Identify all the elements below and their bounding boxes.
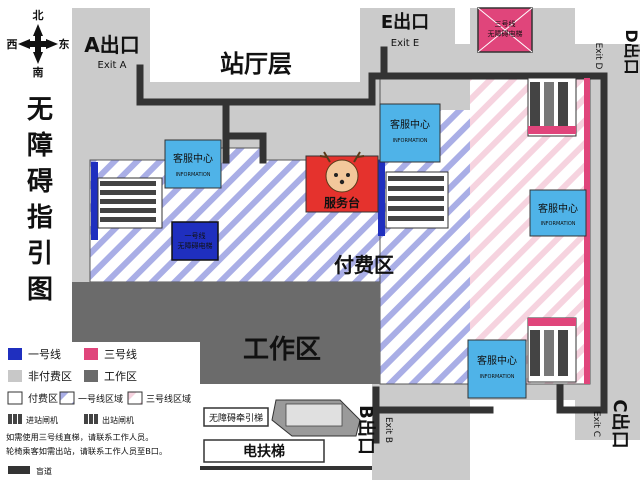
info-south-en: INFORMATION xyxy=(479,374,514,380)
gate-group-east xyxy=(385,171,449,229)
tactile-corridors xyxy=(136,46,608,444)
title-char-5: 引 xyxy=(27,239,53,269)
info-center-south xyxy=(467,339,527,399)
info-south-label: 客服中心 xyxy=(477,354,517,367)
compass-south: 南 xyxy=(33,65,44,79)
title-char-1: 无 xyxy=(27,95,53,125)
info-center-west xyxy=(164,139,222,189)
legend-line3: 三号线 xyxy=(104,347,137,361)
legend-work: 工作区 xyxy=(104,370,137,383)
legend-swatch-unpaid xyxy=(8,370,22,382)
legend-note-2: 轮椅乘客如需出站，请联系工作人员至B口。 xyxy=(6,446,167,456)
info-west-en: INFORMATION xyxy=(175,172,210,178)
legend-line3-zone: 三号线区域 xyxy=(146,393,191,405)
escalator-box xyxy=(203,439,325,463)
compass-icon xyxy=(18,24,58,64)
info-center-north xyxy=(379,103,441,163)
compass-west: 西 xyxy=(7,38,18,51)
exit-b-label: B出口 xyxy=(355,405,377,455)
legend-exit-gate-icon xyxy=(84,414,98,424)
legend-entry-gate: 进站闸机 xyxy=(26,415,58,425)
gate-group-west xyxy=(97,177,163,229)
legend-entry-gate-icon xyxy=(8,414,22,424)
line3-gates-south xyxy=(527,317,577,383)
info-west-label: 客服中心 xyxy=(173,152,213,165)
legend-swatch-work xyxy=(84,370,98,382)
exit-c-label: C出口 xyxy=(609,399,631,448)
exit-e-sub: Exit E xyxy=(391,38,419,49)
line3-elevator-label: 三号线无障碍电梯 xyxy=(488,19,523,38)
compass-north: 北 xyxy=(33,8,44,22)
line1-elevator-label: 一号线无障碍电梯 xyxy=(178,231,213,250)
legend-panel xyxy=(0,342,200,480)
legend-note-1: 如需使用三号线直梯，请联系工作人员。 xyxy=(6,432,153,442)
paid-area-label: 付费区 xyxy=(334,253,394,277)
legend-swatch-line1 xyxy=(8,348,22,360)
line1-elevator xyxy=(171,221,219,261)
legend-unpaid: 非付费区 xyxy=(28,370,72,383)
info-east-label: 客服中心 xyxy=(538,202,578,215)
exit-a-label: A出口 xyxy=(84,33,139,57)
legend-swatch-paid xyxy=(7,391,23,405)
legend-tactile: 盲道 xyxy=(36,466,52,476)
legend-swatch-line1-zone xyxy=(59,391,75,405)
info-east-en: INFORMATION xyxy=(540,221,575,227)
exit-d-label: D出口 xyxy=(622,29,640,74)
service-desk-label: 服务台 xyxy=(324,195,360,210)
escalator-label: 电扶梯 xyxy=(243,443,285,460)
title-char-2: 障 xyxy=(27,130,53,161)
legend-exit-gate: 出站闸机 xyxy=(102,415,134,425)
title-char-6: 图 xyxy=(27,275,53,305)
wheelchair-lift-label-box xyxy=(203,407,269,427)
line1-gate-bar-west xyxy=(91,162,98,240)
work-area-label: 工作区 xyxy=(243,335,321,365)
exit-e-label: E出口 xyxy=(381,11,429,33)
exit-d-sub: Exit D xyxy=(593,43,603,70)
exit-b-sub: Exit B xyxy=(383,417,393,443)
title-char-4: 指 xyxy=(27,203,53,233)
exit-a-sub: Exit A xyxy=(98,60,127,71)
work-area-strip xyxy=(200,360,380,384)
legend-line1-zone: 一号线区域 xyxy=(78,393,123,405)
info-center-east xyxy=(529,189,587,237)
line3-edge-bar xyxy=(584,78,590,384)
line3-gates-north xyxy=(527,77,577,137)
compass-east: 东 xyxy=(59,37,70,51)
exit-c-sub: Exit C xyxy=(591,411,601,437)
deer-mascot-icon xyxy=(319,151,365,193)
legend-line1: 一号线 xyxy=(28,347,61,361)
info-north-label: 客服中心 xyxy=(390,118,430,131)
wheelchair-lift-label: 无障碍牵引梯 xyxy=(209,412,263,424)
legend-swatch-line3 xyxy=(84,348,98,360)
legend-swatch-tactile xyxy=(8,466,30,474)
info-north-en: INFORMATION xyxy=(392,138,427,144)
concourse-label: 站厅层 xyxy=(220,50,292,78)
legend-paid: 付费区 xyxy=(28,392,58,405)
legend-swatch-line3-zone xyxy=(127,391,143,405)
title-char-3: 碍 xyxy=(27,167,53,197)
line1-gate-bar-east xyxy=(378,160,385,236)
